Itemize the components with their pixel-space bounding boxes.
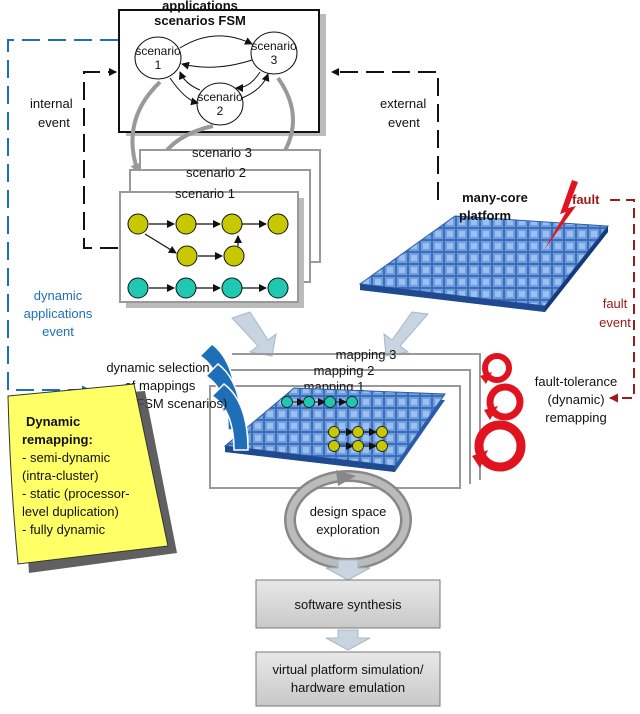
fault-label: fault [572, 192, 600, 207]
note-item-1: - semi-dynamic [22, 450, 111, 465]
fsm-node-2: scenario 2 [196, 82, 244, 126]
external-event-line [331, 68, 439, 200]
fsm-node-3-line2: 3 [271, 53, 278, 67]
remapping-circles [474, 353, 526, 472]
internal-event-line2: event [38, 115, 70, 130]
note-item-2: (intra-cluster) [22, 468, 99, 483]
task-node [223, 245, 245, 267]
mapping-1-frame [209, 385, 461, 489]
internal-event-line1: internal [30, 96, 73, 111]
task-graph [127, 213, 289, 299]
scenario-3-label: scenario 3 [192, 145, 252, 160]
mapping-2-frame [220, 369, 471, 484]
external-event-line2: event [388, 115, 420, 130]
task-node [267, 213, 289, 235]
dynamic-event-line3: event [42, 324, 74, 339]
task-node [175, 277, 197, 299]
fsm-title-line2: scenarios FSM [154, 13, 246, 28]
selection-label-line1: dynamic selection [106, 360, 209, 375]
fsm-node-3-line1: scenario [251, 39, 297, 53]
sticky-note [7, 383, 177, 573]
dynamic-event-line2: applications [24, 306, 93, 321]
note-item-4: level duplication) [22, 504, 119, 519]
mapping-selection-arrows [198, 343, 249, 451]
fsm-node-2-line2: 2 [217, 104, 224, 118]
virtual-platform-box [255, 651, 441, 707]
note-title-line2: remapping: [22, 432, 93, 447]
scenario-1-label: scenario 1 [175, 186, 235, 201]
dse-label-line2: exploration [316, 522, 380, 537]
dse-label-line1: design space [310, 504, 387, 519]
mapping-3-label: mapping 3 [336, 347, 397, 362]
task-node [175, 213, 197, 235]
fsm-transitions [169, 35, 270, 106]
fsm-node-1: scenario 1 [134, 36, 182, 80]
note-title-line1: Dynamic [26, 414, 80, 429]
software-synthesis-label: software synthesis [295, 597, 402, 612]
selection-label-line2: of mappings [125, 378, 196, 393]
fault-event-line2: event [599, 315, 631, 330]
remapping-arrows [472, 372, 498, 468]
platform-label-line2: platform [459, 208, 511, 223]
task-node [221, 213, 243, 235]
fault-event-line [609, 199, 635, 403]
fault-tolerance-line3: remapping [545, 410, 606, 425]
fsm-node-1-line2: 1 [155, 58, 162, 72]
dynamic-applications-event-line [7, 39, 118, 395]
many-core-platform [358, 215, 609, 312]
fsm-node-3: scenario 3 [250, 31, 298, 75]
external-event-line1: external [380, 96, 426, 111]
fault-lightning-icon [544, 180, 578, 250]
fault-tolerance-line2: (dynamic) [547, 392, 604, 407]
internal-event-line [83, 68, 118, 249]
note-item-3: - static (processor- [22, 486, 130, 501]
platform-label-line1: many-core [462, 190, 528, 205]
task-node [221, 277, 243, 299]
fault-tolerance-line1: fault-tolerance [535, 374, 617, 389]
task-node [176, 245, 198, 267]
fsm-title-line1: applications [162, 0, 238, 13]
task-node [127, 277, 149, 299]
dynamic-event-line1: dynamic [34, 288, 83, 303]
mapping-2-label: mapping 2 [314, 363, 375, 378]
fsm-node-1-line1: scenario [135, 44, 181, 58]
note-item-5: - fully dynamic [22, 522, 106, 537]
task-node [267, 277, 289, 299]
scenario-2-label: scenario 2 [186, 165, 246, 180]
software-synthesis-box [255, 579, 441, 629]
virtual-platform-line1: virtual platform simulation/ [273, 662, 424, 677]
mapped-task-graph [281, 396, 388, 452]
merge-arrows [231, 311, 429, 357]
task-node [127, 213, 149, 235]
fsm-node-2-line1: scenario [197, 90, 243, 104]
fault-event-line1: fault [603, 296, 628, 311]
flow-arrows [325, 559, 371, 651]
virtual-platform-line2: hardware emulation [291, 680, 405, 695]
